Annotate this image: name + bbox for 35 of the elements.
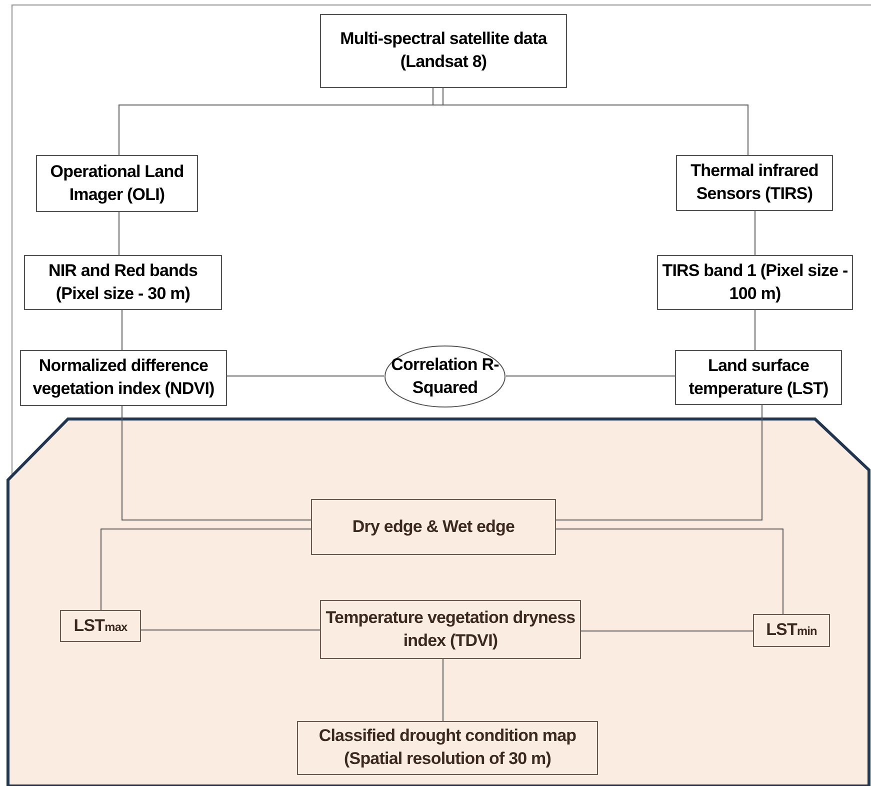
process-box (676, 155, 833, 211)
connector-line (556, 528, 784, 614)
box-label: Multi-spectral satellite data (Landsat 8) (339, 28, 548, 73)
connector-line (754, 210, 756, 256)
box-label: NIR and Red bands (Pixel size - 30 m) (47, 260, 199, 304)
process-box (320, 14, 567, 88)
connector-line (580, 630, 754, 632)
connector-line (556, 404, 762, 520)
box-label: Temperature vegetation dryness index (TDVI) (325, 606, 576, 652)
ellipse-node (384, 345, 506, 408)
connector-line (118, 212, 120, 256)
box-label: Dry edge & Wet edge (352, 516, 515, 538)
box-label: Normalized difference vegetation index (NDVI) (32, 355, 216, 400)
box-label: Land surface temperature (LST) (688, 354, 830, 400)
process-box (657, 255, 853, 310)
process-box (675, 350, 842, 405)
process-box (753, 614, 830, 647)
connector-line (122, 406, 312, 520)
connector-line (754, 310, 756, 350)
process-box (311, 499, 556, 555)
box-label: Operational Land Imager (OLI) (49, 160, 185, 206)
box-label: Thermal infrared Sensors (TIRS) (690, 160, 820, 205)
process-box (320, 600, 581, 659)
process-box (60, 610, 141, 642)
connector-line (118, 88, 444, 156)
box-label: Correlation R-Squared (390, 354, 500, 398)
box-label: TIRS band 1 (Pixel size - 100 m) (662, 260, 848, 304)
connector-line (442, 658, 444, 722)
process-box (297, 721, 598, 775)
process-box (20, 350, 227, 406)
connector-line (432, 88, 748, 156)
box-label: Classified drought condition map (Spatial resolution of 30 m) (318, 725, 578, 770)
process-box (36, 155, 198, 212)
connector-line (100, 528, 312, 610)
process-box (24, 255, 222, 310)
